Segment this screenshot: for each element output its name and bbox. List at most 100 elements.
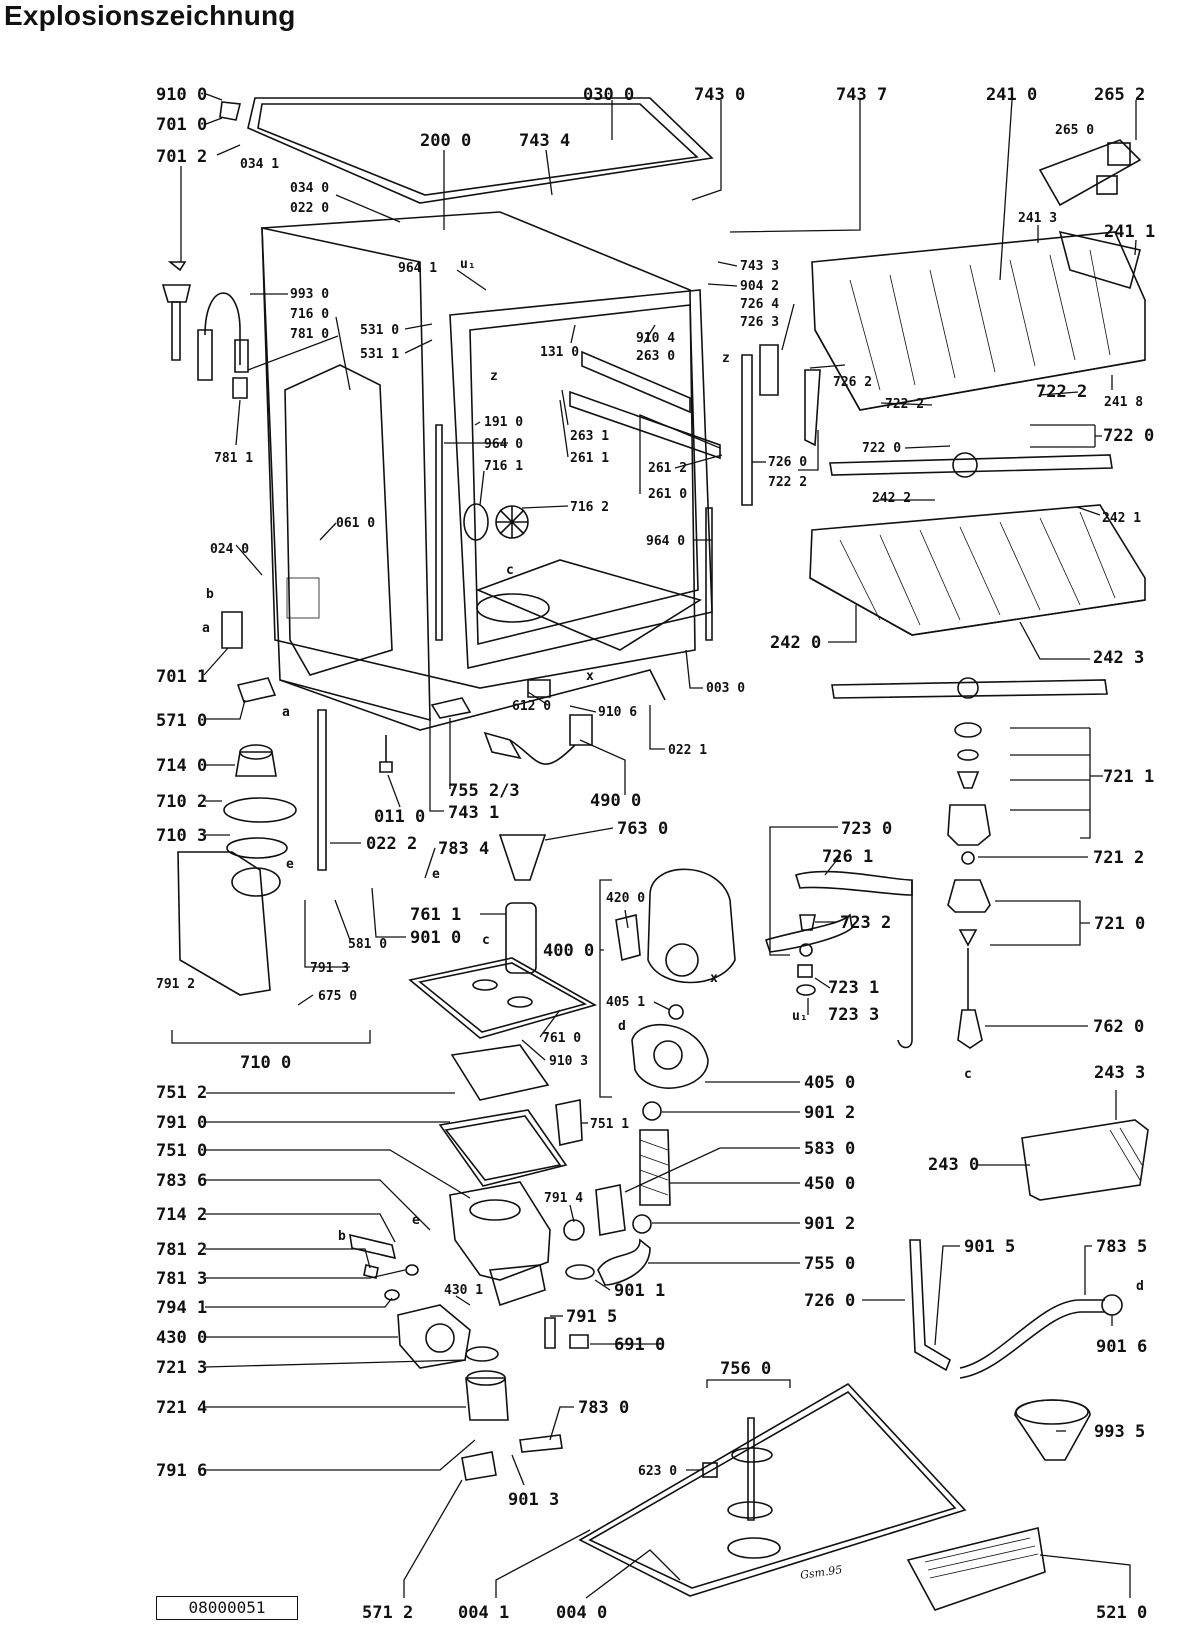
- label-791-2: 791 2: [156, 977, 195, 992]
- label-910-6: 910 6: [598, 705, 637, 720]
- label-531-0: 531 0: [360, 323, 399, 338]
- label-243-0: 243 0: [928, 1155, 979, 1175]
- label-761-0: 761 0: [542, 1031, 581, 1046]
- label-726-0-b: 726 0: [804, 1291, 855, 1311]
- label-791-4: 791 4: [544, 1191, 583, 1206]
- label-003-0: 003 0: [706, 681, 745, 696]
- label-791-5: 791 5: [566, 1307, 617, 1327]
- label-200-0: 200 0: [420, 131, 471, 151]
- label-714-0: 714 0: [156, 756, 207, 776]
- label-571-0: 571 0: [156, 711, 207, 731]
- label-405-1: 405 1: [606, 995, 645, 1010]
- label-761-1: 761 1: [410, 905, 461, 925]
- label-022-2: 022 2: [366, 834, 417, 854]
- label-726-2: 726 2: [833, 375, 872, 390]
- label-022-0: 022 0: [290, 201, 329, 216]
- marker-x: x: [710, 971, 718, 986]
- label-030-0: 030 0: [583, 85, 634, 105]
- label-723-3: 723 3: [828, 1005, 879, 1025]
- label-241-0: 241 0: [986, 85, 1037, 105]
- label-763-0: 763 0: [617, 819, 668, 839]
- label-263-1: 263 1: [570, 429, 609, 444]
- marker-u1: u₁: [792, 1009, 808, 1024]
- label-726-1: 726 1: [822, 847, 873, 867]
- label-034-1: 034 1: [240, 157, 279, 172]
- label-430-1: 430 1: [444, 1283, 483, 1298]
- label-910-0: 910 0: [156, 85, 207, 105]
- label-265-0: 265 0: [1055, 123, 1094, 138]
- label-450-0: 450 0: [804, 1174, 855, 1194]
- marker-e: e: [412, 1213, 420, 1228]
- label-794-1: 794 1: [156, 1298, 207, 1318]
- label-405-0: 405 0: [804, 1073, 855, 1093]
- label-011-0: 011 0: [374, 807, 425, 827]
- label-723-2: 723 2: [840, 913, 891, 933]
- label-910-3: 910 3: [549, 1054, 588, 1069]
- marker-x: x: [586, 669, 594, 684]
- label-743-1: 743 1: [448, 803, 499, 823]
- label-781-0: 781 0: [290, 327, 329, 342]
- label-242-1: 242 1: [1102, 511, 1141, 526]
- label-721-1: 721 1: [1103, 767, 1154, 787]
- label-701-2: 701 2: [156, 147, 207, 167]
- label-710-0: 710 0: [240, 1053, 291, 1073]
- label-430-0: 430 0: [156, 1328, 207, 1348]
- label-901-5: 901 5: [964, 1237, 1015, 1257]
- label-691-0: 691 0: [614, 1335, 665, 1355]
- label-061-0: 061 0: [336, 516, 375, 531]
- label-904-2: 904 2: [740, 279, 779, 294]
- label-241-1: 241 1: [1104, 222, 1155, 242]
- label-901-2-b: 901 2: [804, 1214, 855, 1234]
- label-910-4: 910 4: [636, 331, 675, 346]
- label-701-1: 701 1: [156, 667, 207, 687]
- label-531-1: 531 1: [360, 347, 399, 362]
- label-726-3: 726 3: [740, 315, 779, 330]
- label-581-0: 581 0: [348, 937, 387, 952]
- label-781-2: 781 2: [156, 1240, 207, 1260]
- label-716-2: 716 2: [570, 500, 609, 515]
- label-242-0: 242 0: [770, 633, 821, 653]
- label-964-0-b: 964 0: [646, 534, 685, 549]
- label-004-0: 004 0: [556, 1603, 607, 1623]
- label-716-1: 716 1: [484, 459, 523, 474]
- marker-c: c: [964, 1067, 972, 1082]
- label-723-0: 723 0: [841, 819, 892, 839]
- label-901-1: 901 1: [614, 1281, 665, 1301]
- label-722-2-b: 722 2: [885, 397, 924, 412]
- label-722-2-a: 722 2: [1036, 382, 1087, 402]
- marker-b: b: [206, 587, 214, 602]
- label-755-2-3: 755 2/3: [448, 781, 520, 801]
- label-781-1: 781 1: [214, 451, 253, 466]
- label-243-3: 243 3: [1094, 1063, 1145, 1083]
- label-710-2: 710 2: [156, 792, 207, 812]
- label-721-2: 721 2: [1093, 848, 1144, 868]
- label-721-4: 721 4: [156, 1398, 207, 1418]
- label-722-0-a: 722 0: [1103, 426, 1154, 446]
- marker-d: d: [1136, 1279, 1144, 1294]
- part-labels: 910 0 701 0 034 1 701 2 030 0 743 0 743 …: [156, 85, 1155, 1623]
- label-261-1: 261 1: [570, 451, 609, 466]
- label-901-0: 901 0: [410, 928, 461, 948]
- label-756-0: 756 0: [720, 1359, 771, 1379]
- label-191-0: 191 0: [484, 415, 523, 430]
- label-726-4: 726 4: [740, 297, 779, 312]
- marker-a: a: [202, 621, 210, 636]
- page-title: Explosionszeichnung: [4, 0, 296, 31]
- label-755-0: 755 0: [804, 1254, 855, 1274]
- label-261-0: 261 0: [648, 487, 687, 502]
- leader-lines: [171, 93, 1137, 1599]
- label-723-1: 723 1: [828, 978, 879, 998]
- label-722-0-b: 722 0: [862, 441, 901, 456]
- label-241-3: 241 3: [1018, 211, 1057, 226]
- label-751-1: 751 1: [590, 1117, 629, 1132]
- label-791-0: 791 0: [156, 1113, 207, 1133]
- label-993-0: 993 0: [290, 287, 329, 302]
- marker-u1: u₁: [460, 257, 476, 272]
- label-721-3: 721 3: [156, 1358, 207, 1378]
- drawing-number-box: 08000051: [156, 1596, 298, 1620]
- label-623-0: 623 0: [638, 1464, 677, 1479]
- label-420-0: 420 0: [606, 891, 645, 906]
- label-675-0: 675 0: [318, 989, 357, 1004]
- label-490-0: 490 0: [590, 791, 641, 811]
